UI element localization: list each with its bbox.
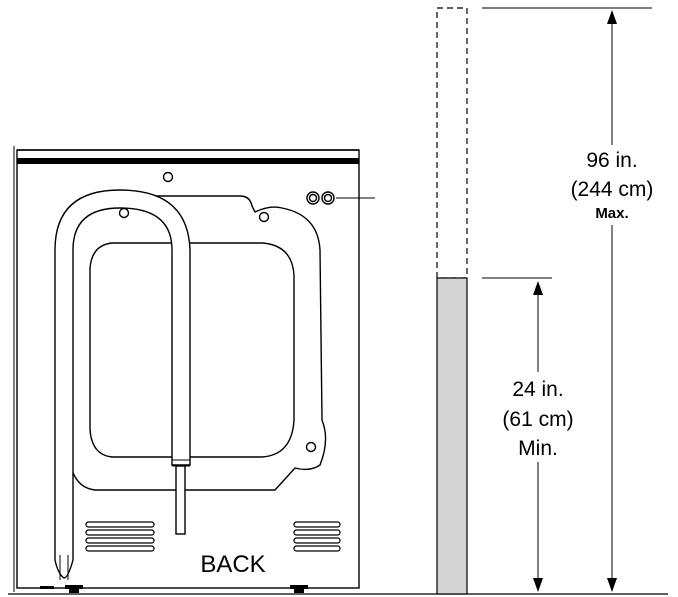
max-dimension [482,7,652,592]
washer-back-view [13,146,375,593]
washer-top-panel [17,158,359,164]
mount-hole [162,171,174,183]
standpipe [436,7,468,595]
cold-water-inlet [321,191,335,205]
drain-hose-outlet [175,465,186,535]
right-vent [293,521,341,552]
drain-hose [54,189,191,579]
min-height-label: 24 in. [512,378,563,401]
max-height-qualifier: Max. [595,205,628,222]
hot-water-inlet [306,191,320,205]
min-label-bg [488,372,588,462]
min-height-qualifier: Min. [518,437,558,460]
min-height-metric: (61 cm) [502,408,573,431]
standpipe-min-section [436,277,468,595]
cold-water-inlet-inner [323,193,333,203]
max-height-metric: (244 cm) [571,178,654,201]
max-label-bg [555,145,669,225]
max-height-label: 96 in. [586,149,637,172]
left-vent [85,521,155,552]
hot-water-inlet-inner [308,193,318,203]
standpipe-max-extension [436,7,468,279]
mount-hole [305,441,317,453]
leveling-feet [40,585,308,593]
back-panel-window [89,242,295,458]
back-label: BACK [200,551,265,578]
mount-hole [258,211,270,223]
